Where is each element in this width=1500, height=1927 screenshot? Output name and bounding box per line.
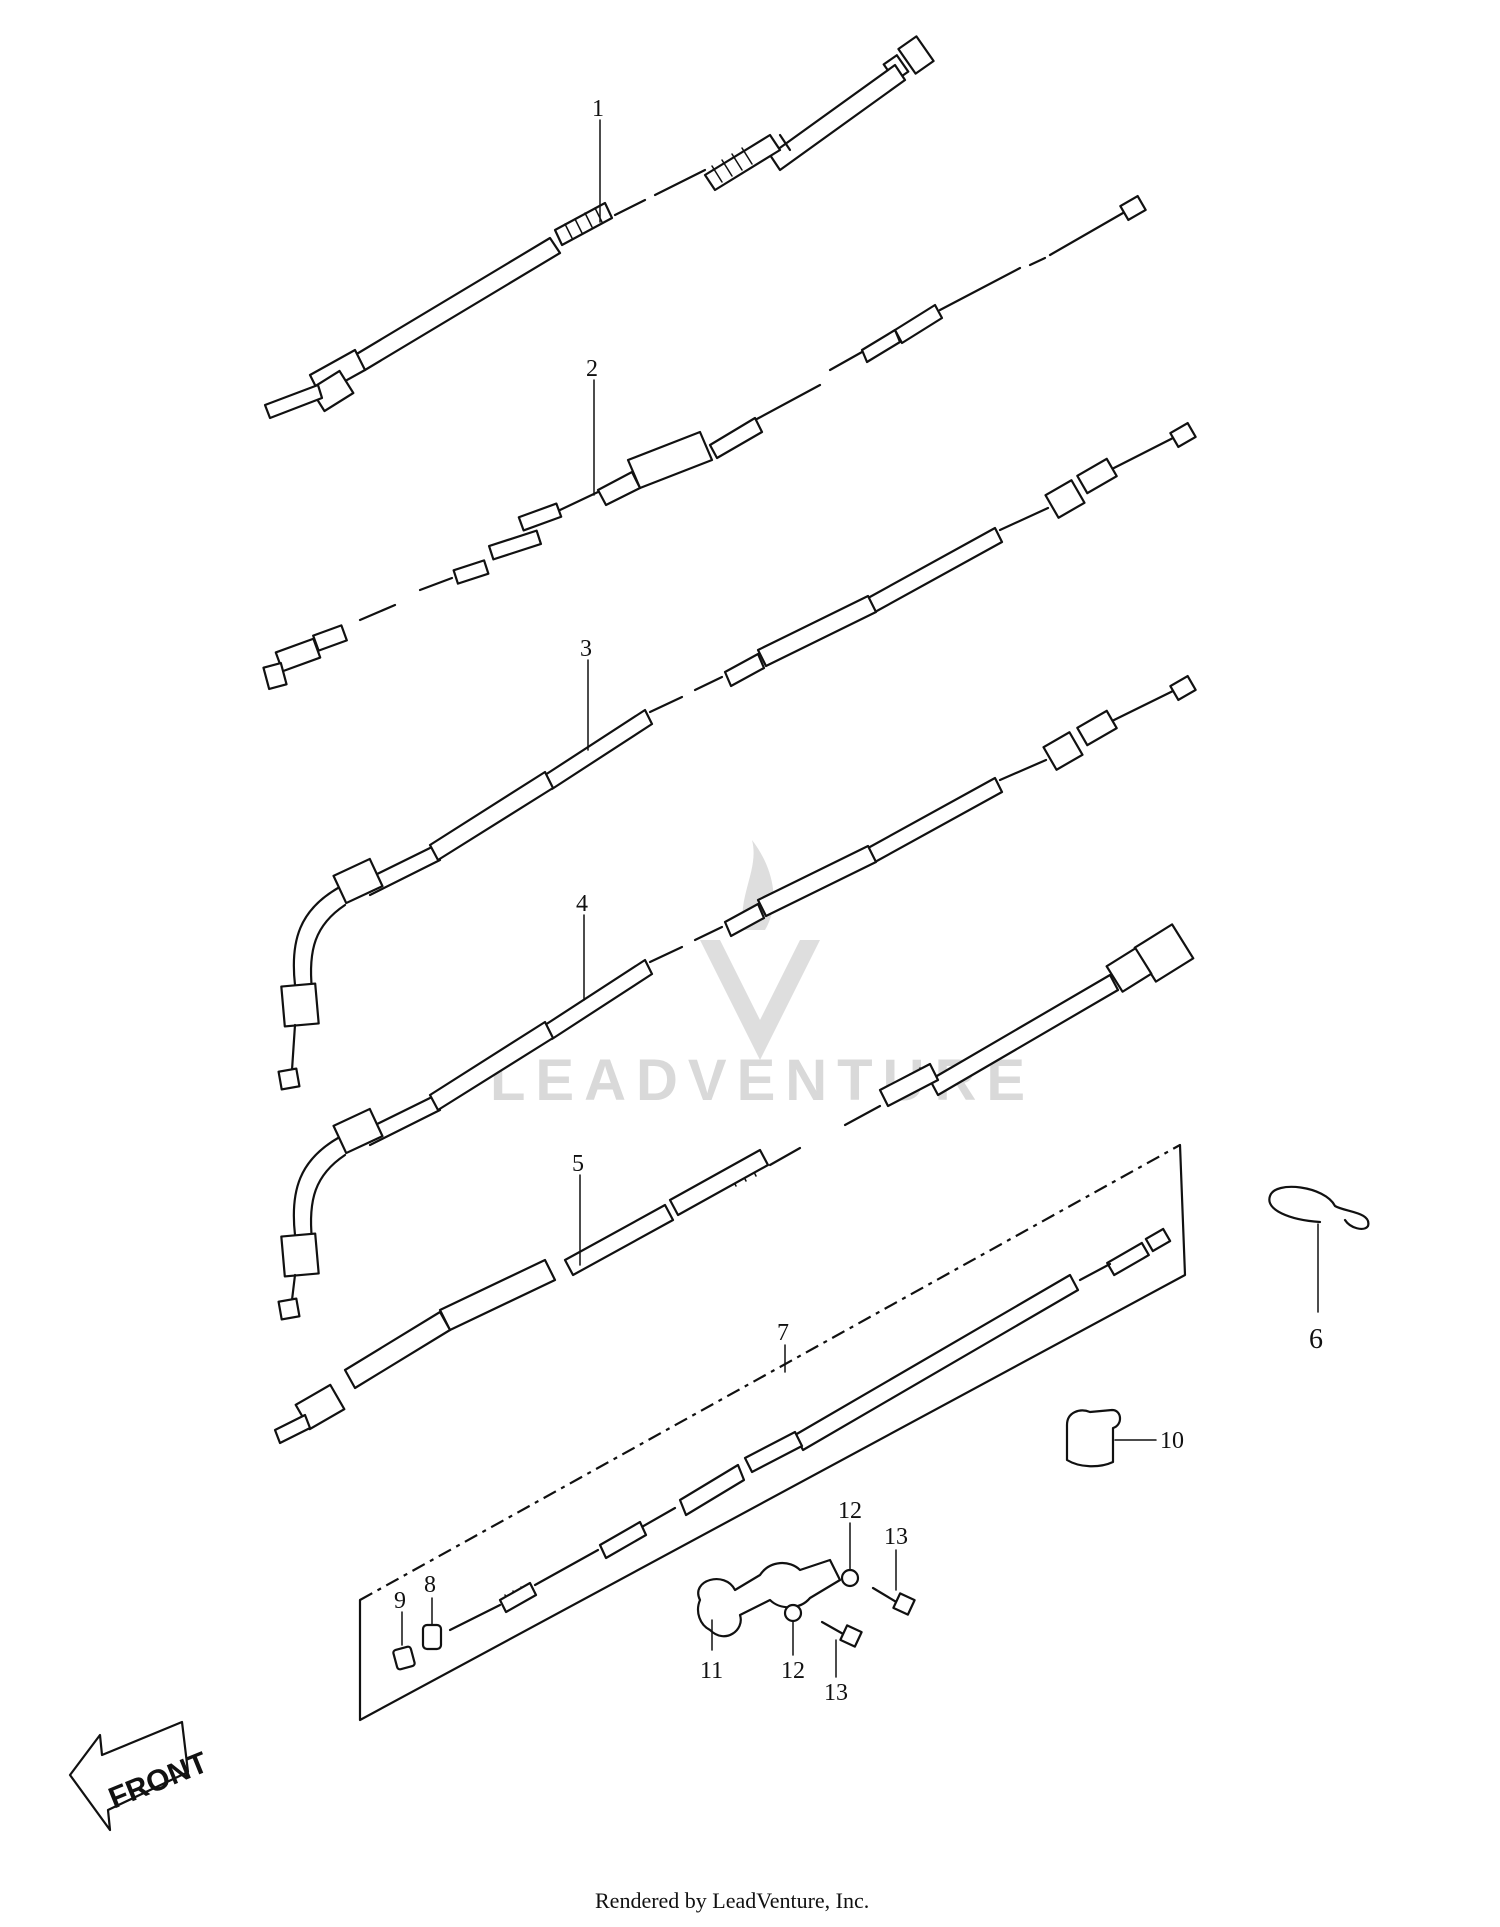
cable-3 xyxy=(277,421,1197,1091)
part-9-fitting xyxy=(392,1645,416,1671)
callout-12a: 12 xyxy=(838,1498,862,1524)
callout-5: 5 xyxy=(572,1151,584,1177)
footer-credit: Rendered by LeadVenture, Inc. xyxy=(595,1888,869,1913)
part-12-washer-upper xyxy=(840,1568,860,1588)
cable-1 xyxy=(263,35,935,420)
cable-5 xyxy=(273,923,1195,1445)
watermark-logo-icon xyxy=(700,840,820,1060)
callout-13a: 13 xyxy=(884,1524,908,1550)
callout-8: 8 xyxy=(424,1572,436,1598)
part-8-fitting xyxy=(421,1623,443,1651)
callout-7: 7 xyxy=(777,1320,789,1346)
callout-13b: 13 xyxy=(824,1680,848,1706)
assembly-7-frame xyxy=(358,1143,1187,1722)
part-12-washer-lower xyxy=(783,1603,803,1623)
callout-2: 2 xyxy=(586,356,598,382)
callout-12b: 12 xyxy=(781,1658,805,1684)
front-arrow: FRONT xyxy=(68,1720,212,1832)
cable-4 xyxy=(277,674,1197,1321)
callout-6: 6 xyxy=(1309,1324,1323,1355)
callout-1: 1 xyxy=(592,96,604,122)
callout-11: 11 xyxy=(700,1658,723,1684)
callout-10: 10 xyxy=(1160,1428,1184,1454)
callout-4: 4 xyxy=(576,891,588,917)
callout-9: 9 xyxy=(394,1588,406,1614)
callout-3: 3 xyxy=(580,636,592,662)
part-6-clamp xyxy=(1268,1185,1370,1230)
part-11-bracket xyxy=(696,1558,842,1638)
part-13-bolt-lower xyxy=(820,1620,863,1648)
cable-2 xyxy=(262,194,1147,691)
part-13-bolt-upper xyxy=(871,1586,916,1616)
part-10-clip xyxy=(1065,1408,1122,1468)
